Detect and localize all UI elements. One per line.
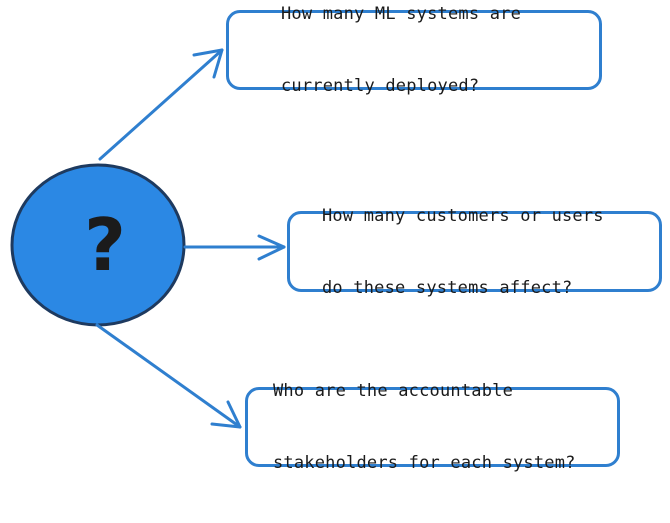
question-box-1: How many ML systems are currently deploy… xyxy=(226,4,602,96)
question-box-3: Who are the accountable stakeholders for… xyxy=(245,381,620,473)
question-2-line-2: do these systems affect? xyxy=(322,277,573,298)
arrow-to-question-1 xyxy=(98,48,224,161)
diagram-canvas xyxy=(10,48,286,429)
arrow-to-question-2 xyxy=(183,234,286,261)
question-1-line-2: currently deployed? xyxy=(281,76,480,96)
question-1-line-1: How many ML systems are xyxy=(281,4,522,24)
question-2-line-1: How many customers or users xyxy=(322,205,604,226)
question-mark-icon: ? xyxy=(84,203,126,287)
arrow-to-question-3 xyxy=(95,323,242,429)
question-3-line-1: Who are the accountable xyxy=(273,381,514,401)
question-3-line-2: stakeholders for each system? xyxy=(273,453,576,473)
question-box-2: How many customers or users do these sys… xyxy=(287,206,662,298)
